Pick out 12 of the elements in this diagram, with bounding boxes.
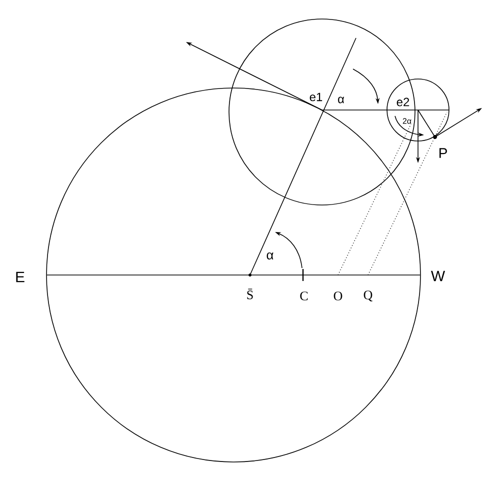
point-label: Q: [364, 290, 372, 302]
point-label: C: [300, 292, 308, 300]
point-label: 2α: [402, 118, 412, 124]
point-label: W: [431, 270, 446, 282]
point-label: O: [334, 292, 342, 300]
point-label: α: [338, 96, 344, 104]
point-label: α: [266, 252, 274, 260]
point-label: e2: [396, 98, 410, 106]
point-label: S̄: [247, 288, 253, 300]
point-label: e1: [310, 92, 322, 102]
point-label: P: [439, 148, 447, 158]
point-label: E: [16, 272, 24, 282]
